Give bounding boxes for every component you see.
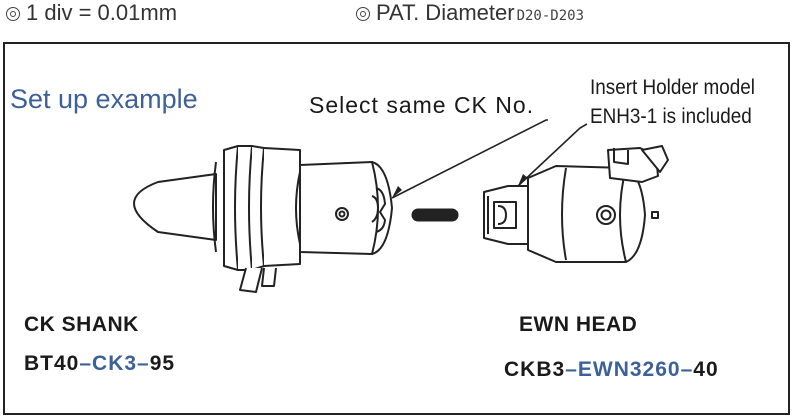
head-code-suffix: 40 — [693, 358, 719, 381]
ck-shank-title: CK SHANK — [24, 313, 139, 336]
ewn-head-illustration — [483, 145, 669, 263]
select-ck-callout: Select same CK No. — [309, 92, 535, 118]
shank-code-suffix: 95 — [149, 352, 176, 375]
shank-code-ck: –CK3– — [79, 352, 150, 375]
insert-holder-note-line1: Insert Holder model — [590, 76, 755, 99]
pat-diameter-label: PAT. Diameter — [376, 0, 515, 25]
setup-example-title: Set up example — [10, 84, 198, 114]
insert-note-leader-line — [517, 123, 588, 187]
callout-arrow-icon — [392, 186, 402, 198]
insert-holder-note-line2: ENH3-1 is included — [590, 105, 752, 128]
pat-diameter-range: D20-D203 — [516, 8, 584, 24]
ewn-head-code: CKB3–EWN3260–40 — [504, 358, 719, 382]
division-spec: 1 div = 0.01mm — [6, 0, 177, 26]
double-circle-bullet-icon — [356, 7, 370, 21]
ewn-head-title: EWN HEAD — [519, 313, 638, 336]
ck-shank-illustration — [133, 145, 393, 293]
callout-leader-line — [391, 119, 548, 199]
setup-example-panel — [3, 42, 790, 415]
ck-shank-code: BT40–CK3–95 — [24, 352, 175, 376]
division-spec-text: 1 div = 0.01mm — [26, 0, 178, 25]
head-code-prefix: CKB3 — [504, 358, 566, 381]
head-code-ewn: –EWN3260– — [565, 358, 694, 381]
insert-arrow-icon — [518, 174, 528, 186]
double-circle-bullet-icon — [6, 7, 20, 21]
shank-code-prefix: BT40 — [24, 352, 80, 375]
